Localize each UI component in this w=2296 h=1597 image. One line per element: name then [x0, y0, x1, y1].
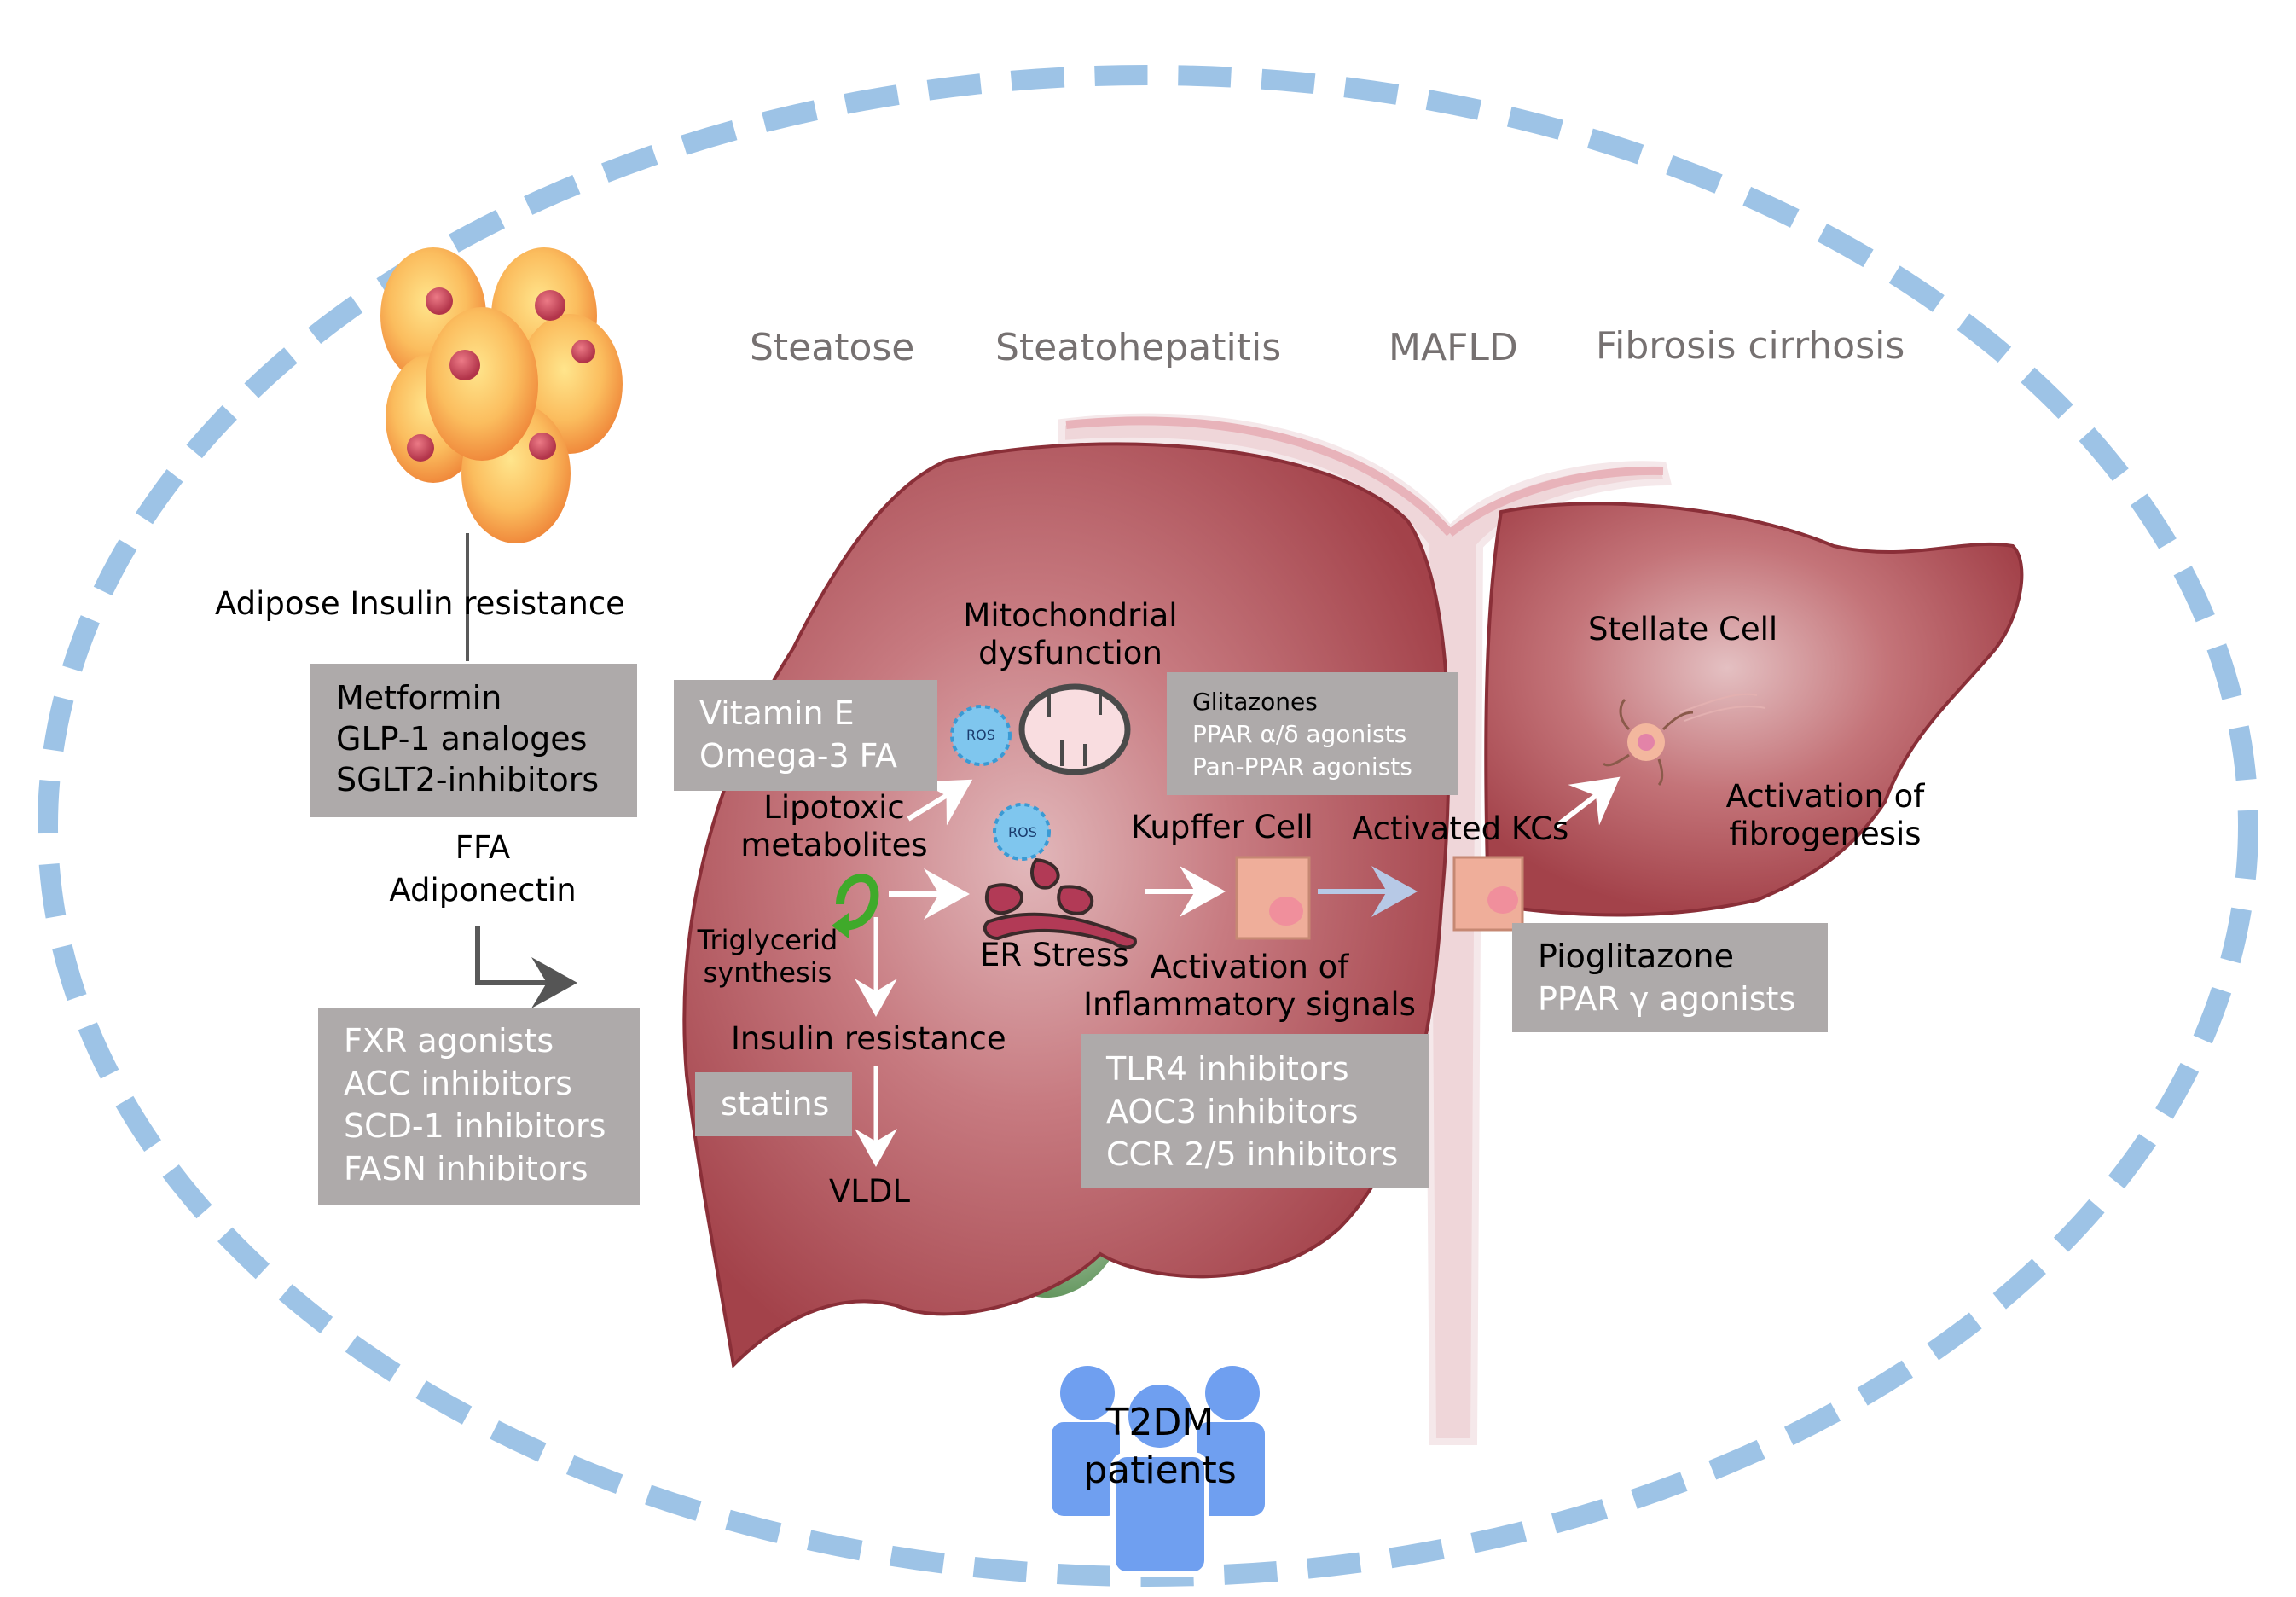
- stage-label-mafld: MAFLD: [1389, 326, 1518, 369]
- label-line: dysfunction: [978, 635, 1162, 672]
- drug-label: GLP-1 analoges: [336, 720, 588, 758]
- drug-box-tlr4: TLR4 inhibitors AOC3 inhibitors CCR 2/5 …: [1081, 1034, 1429, 1188]
- stellate-cell-label: Stellate Cell: [1588, 611, 1778, 648]
- adipocyte-cluster-icon: [380, 247, 623, 543]
- drug-label: Glitazones: [1192, 688, 1318, 716]
- drug-label: SGLT2-inhibitors: [336, 761, 600, 798]
- stage-label-fibrosis-cirrhosis: Fibrosis cirrhosis: [1596, 324, 1905, 368]
- stellate-cell-icon: [1602, 693, 1766, 787]
- ros-label: ROS: [1008, 824, 1037, 840]
- drug-label: ACC inhibitors: [344, 1065, 573, 1102]
- drug-box-glitazones: Glitazones PPAR α/δ agonists Pan-PPAR ag…: [1167, 672, 1458, 795]
- drug-box-fxr: FXR agonists ACC inhibitors SCD-1 inhibi…: [318, 1008, 640, 1205]
- drug-box-metformin: Metformin GLP-1 analoges SGLT2-inhibitor…: [310, 664, 637, 817]
- drug-label: FXR agonists: [344, 1022, 554, 1060]
- arrow-lipotoxic-to-mito: [907, 779, 973, 826]
- activated-kcs-label: Activated KCs: [1352, 810, 1569, 847]
- ros-molecule-icon: [950, 705, 1012, 766]
- drug-label: AOC3 inhibitors: [1106, 1093, 1359, 1130]
- label-line: patients: [1083, 1449, 1237, 1492]
- drug-box-pioglitazone: Pioglitazone PPAR γ agonists: [1512, 923, 1828, 1032]
- drug-label: PPAR γ agonists: [1538, 980, 1796, 1018]
- label-line: synthesis: [703, 956, 832, 990]
- ffa-label: FFA: [455, 829, 511, 866]
- drug-label: SCD-1 inhibitors: [344, 1107, 606, 1145]
- kupffer-cell-label: Kupffer Cell: [1131, 809, 1313, 845]
- cycle-arrow-icon: [832, 874, 879, 938]
- label-line: Triglycerid: [697, 924, 838, 956]
- label-line: T2DM: [1105, 1401, 1215, 1444]
- fibrogenesis-label: Activation of fibrogenesis: [1697, 778, 1953, 854]
- ros-label: ROS: [966, 727, 995, 743]
- label-line: Mitochondrial: [963, 597, 1178, 634]
- drug-label: Pan-PPAR agonists: [1192, 752, 1412, 781]
- insulin-resistance-label: Insulin resistance: [731, 1020, 1006, 1057]
- activated-kupffer-cell-icon: [1452, 856, 1524, 932]
- drug-label: statins: [721, 1085, 830, 1123]
- label-line: fibrogenesis: [1729, 816, 1922, 853]
- label-line: Activation of: [1150, 949, 1349, 985]
- drug-label: Omega-3 FA: [699, 737, 898, 775]
- drug-label: Pioglitazone: [1538, 938, 1734, 975]
- drug-label: FASN inhibitors: [344, 1150, 588, 1188]
- drug-label: TLR4 inhibitors: [1106, 1050, 1349, 1088]
- label-line: Activation of: [1725, 778, 1925, 815]
- arrow-kcs-to-stellate: [1555, 776, 1621, 828]
- adipose-insulin-resistance-label: Adipose Insulin resistance: [215, 585, 625, 622]
- endoplasmic-reticulum-icon: [983, 857, 1137, 949]
- ros-molecule-icon: [993, 803, 1051, 861]
- drug-label: Metformin: [336, 679, 502, 717]
- drug-box-statins: statins: [695, 1072, 852, 1136]
- mitochondrial-dysfunction-label: Mitochondrial dysfunction: [938, 597, 1203, 673]
- kupffer-cell-icon: [1235, 856, 1311, 940]
- adiponectin-label: Adiponectin: [389, 872, 577, 909]
- ffa-elbow-arrow: [475, 926, 577, 1008]
- drug-label: Vitamin E: [699, 694, 855, 732]
- label-line: metabolites: [740, 827, 928, 864]
- vldl-label: VLDL: [829, 1173, 911, 1210]
- t2dm-patients-label: T2DM patients: [1032, 1399, 1288, 1495]
- drug-box-vitamin-e: Vitamin E Omega-3 FA: [674, 680, 937, 791]
- stage-label-steatohepatitis: Steatohepatitis: [995, 326, 1282, 369]
- drug-label: PPAR α/δ agonists: [1192, 720, 1407, 748]
- label-line: Inflammatory signals: [1083, 986, 1416, 1024]
- patients-group-icon: [1052, 1366, 1265, 1577]
- mitochondrion-icon: [1018, 683, 1131, 775]
- stage-label-steatose: Steatose: [750, 326, 915, 369]
- triglycerid-synthesis-label: Triglycerid synthesis: [682, 924, 853, 990]
- drug-label: CCR 2/5 inhibitors: [1106, 1135, 1399, 1173]
- lipotoxic-metabolites-label: Lipotoxic metabolites: [723, 789, 945, 865]
- er-stress-label: ER Stress: [980, 937, 1129, 973]
- inflammatory-signals-label: Activation of Inflammatory signals: [1066, 949, 1433, 1025]
- label-line: Lipotoxic: [763, 789, 905, 826]
